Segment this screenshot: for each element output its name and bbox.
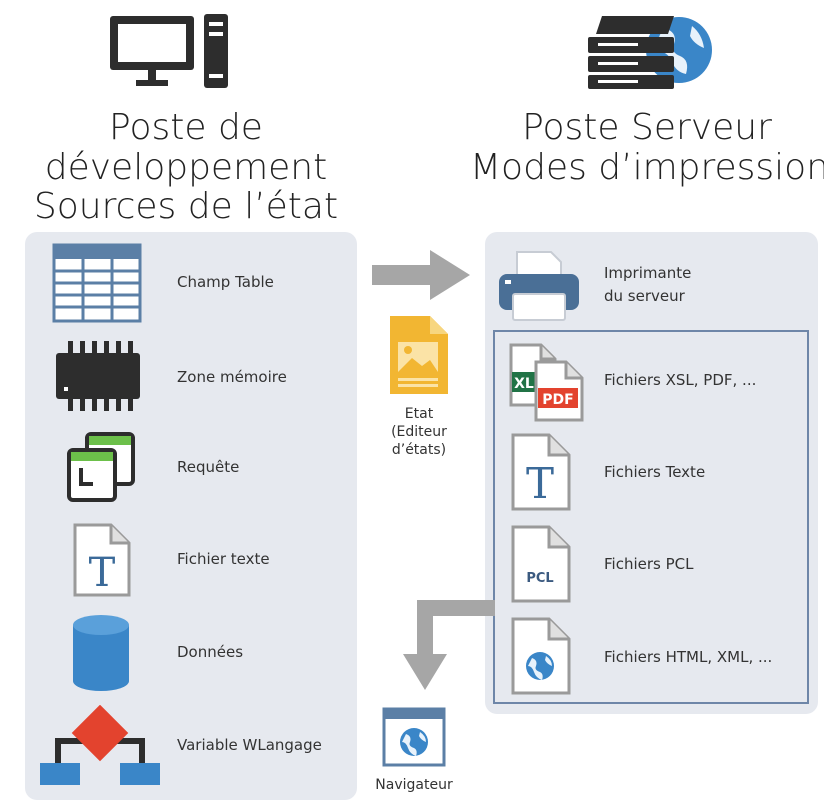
- file-formats-box: [493, 330, 809, 704]
- memory-chip-icon: [52, 337, 142, 417]
- right-title-line: Poste Serveur: [522, 107, 772, 148]
- xsl-pdf-files-icon: XL PDF: [508, 342, 588, 422]
- source-item-label: Requête: [177, 458, 240, 476]
- query-icon: [65, 430, 137, 502]
- html-file-icon: [510, 616, 572, 696]
- server-globe-icon: [582, 10, 717, 92]
- source-item-label: Données: [177, 643, 244, 661]
- browser-caption: Navigateur: [375, 777, 453, 793]
- source-item-label: Fichier texte: [177, 550, 270, 568]
- format-item-label: Fichiers Texte: [604, 463, 706, 481]
- report-document-icon: [388, 314, 450, 396]
- xl-badge-text: XL: [514, 376, 534, 392]
- printer-label-line: Imprimante: [604, 264, 692, 282]
- printer-label: Imprimante du serveur: [604, 262, 691, 307]
- table-icon: [52, 243, 142, 323]
- right-title-line: Modes d’impression: [470, 146, 824, 188]
- source-item-label: Zone mémoire: [177, 368, 287, 386]
- sources-panel: [25, 232, 357, 800]
- computer-icon: [106, 10, 236, 90]
- left-title-line: Poste de: [109, 107, 263, 148]
- pcl-file-icon: PCL: [510, 524, 572, 604]
- svg-text:T: T: [89, 550, 116, 596]
- arrow-right-icon: [372, 250, 470, 300]
- variable-tree-icon: [38, 704, 162, 789]
- left-title-line: Sources de l’état: [33, 186, 339, 228]
- format-item-label: Fichiers PCL: [604, 555, 694, 573]
- text-glyph: T: [526, 459, 554, 508]
- database-icon: [70, 613, 132, 693]
- printer-icon: [497, 250, 581, 322]
- browser-icon: [382, 707, 446, 767]
- arrow-down-icon: [395, 600, 495, 692]
- pcl-badge-text: PCL: [526, 571, 553, 586]
- report-caption-line: d’états): [391, 442, 447, 459]
- format-item-label: Fichiers HTML, XML, ...: [604, 648, 773, 666]
- report-caption-line: Etat: [404, 406, 434, 422]
- source-item-label: Champ Table: [177, 273, 274, 291]
- printer-label-line: du serveur: [604, 286, 685, 305]
- pdf-badge-text: PDF: [542, 392, 573, 408]
- text-file-icon: T: [72, 522, 132, 598]
- source-item-label: Variable WLangage: [177, 736, 322, 754]
- format-item-label: Fichiers XSL, PDF, ...: [604, 371, 757, 389]
- left-title: Poste de développement Sources de l’état: [20, 108, 352, 227]
- text-file-icon: T: [510, 432, 572, 512]
- left-title-line: développement: [44, 146, 328, 188]
- right-title: Poste Serveur Modes d’impression: [470, 108, 824, 187]
- report-caption: Etat (Editeur d’états): [370, 405, 468, 460]
- report-caption-line: (Editeur: [391, 424, 447, 441]
